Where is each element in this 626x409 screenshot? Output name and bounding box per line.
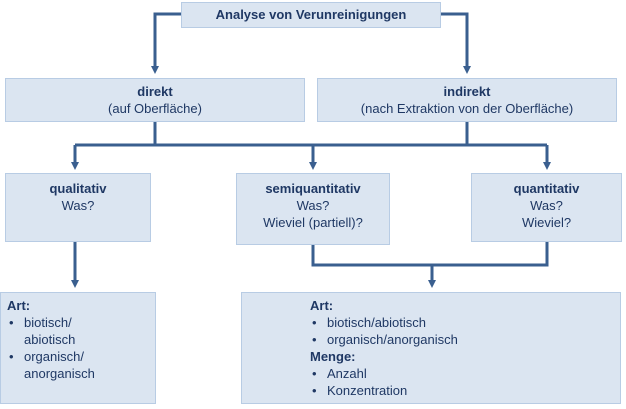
list-item-continuation: abiotisch [24,332,76,347]
title-text: Analyse von Verunreinigungen [215,7,407,22]
list-item: Konzentration [310,382,614,399]
quantitativ-line-1: Was? [530,198,563,213]
result-right-art-heading: Art: [310,298,334,313]
result-left-list: biotisch/ abiotisch organisch/ anorganis… [7,314,149,382]
title-box: Analyse von Verunreinigungen [181,2,441,28]
qualitativ-line-1: Was? [61,198,95,213]
quantitativ-box: quantitativ Was? Wieviel? [471,173,622,242]
result-right-box: Art: biotisch/abiotisch organisch/anorga… [241,292,621,404]
list-item: Anzahl [310,365,614,382]
quantitativ-line-2: Wieviel? [521,215,572,230]
result-left-box: Art: biotisch/ abiotisch organisch/ anor… [0,292,156,404]
semiquantitativ-title: semiquantitativ [265,181,361,196]
list-item: organisch/ [7,348,149,365]
direkt-title: direkt [137,84,173,99]
list-item-continuation: anorganisch [24,366,95,381]
semiquantitativ-line-1: Was? [296,198,330,213]
result-right-menge-heading: Menge: [310,349,356,364]
list-item: biotisch/abiotisch [310,314,614,331]
direkt-box: direkt (auf Oberfläche) [5,78,305,122]
connector-top-direkt [151,12,181,74]
semiquantitativ-box: semiquantitativ Was? Wieviel (partiell)? [236,173,390,245]
semiquantitativ-line-2: Wieviel (partiell)? [263,215,363,230]
connector-merge [311,242,549,267]
indirekt-box: indirekt (nach Extraktion von der Oberfl… [317,78,617,122]
qualitativ-box: qualitativ Was? [5,173,151,242]
result-right-art-list: biotisch/abiotisch organisch/anorganisch [310,314,614,348]
connector-top-indirekt [441,12,471,74]
indirekt-title: indirekt [443,84,491,99]
result-left-heading: Art: [7,298,31,313]
indirekt-subtitle: (nach Extraktion von der Oberfläche) [360,101,574,116]
quantitativ-title: quantitativ [513,181,580,196]
list-item: biotisch/ [7,314,149,331]
result-right-menge-list: Anzahl Konzentration [310,365,614,399]
qualitativ-title: qualitativ [49,181,107,196]
list-item: organisch/anorganisch [310,331,614,348]
direkt-subtitle: (auf Oberfläche) [108,101,202,116]
